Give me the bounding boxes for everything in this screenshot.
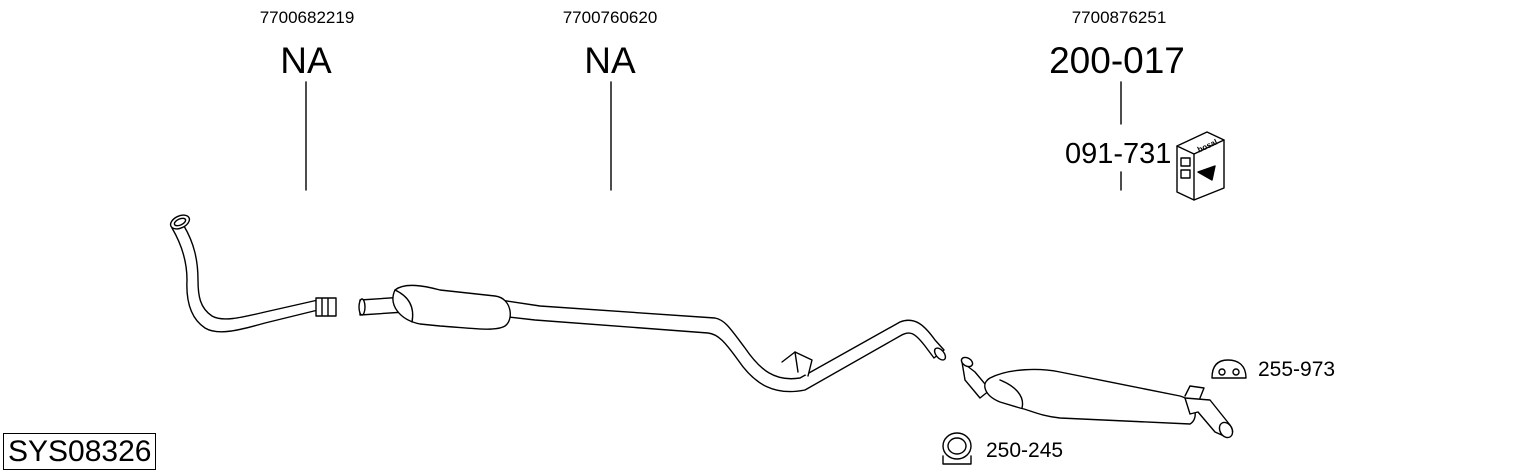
part-number-2: NA [584,40,636,81]
clamp-number: 250-245 [986,439,1064,462]
kit-box-icon [1176,131,1225,201]
oem-number-3: 7700876251 [1071,8,1167,27]
oem-number-1: 7700682219 [259,8,355,27]
clamp-icon [942,432,972,465]
rubber-mount-icon [1211,359,1247,379]
part-number-3: 200-017 [1049,40,1185,81]
oem-number-2: 7700760620 [562,8,658,27]
kit-number: 091-731 [1065,138,1172,170]
middle-section [358,284,947,393]
part-number-1: NA [280,40,332,81]
rear-silencer [960,356,1234,439]
front-pipe [169,214,337,333]
mount-number: 255-973 [1258,358,1336,381]
system-code: SYS08326 [3,433,157,470]
